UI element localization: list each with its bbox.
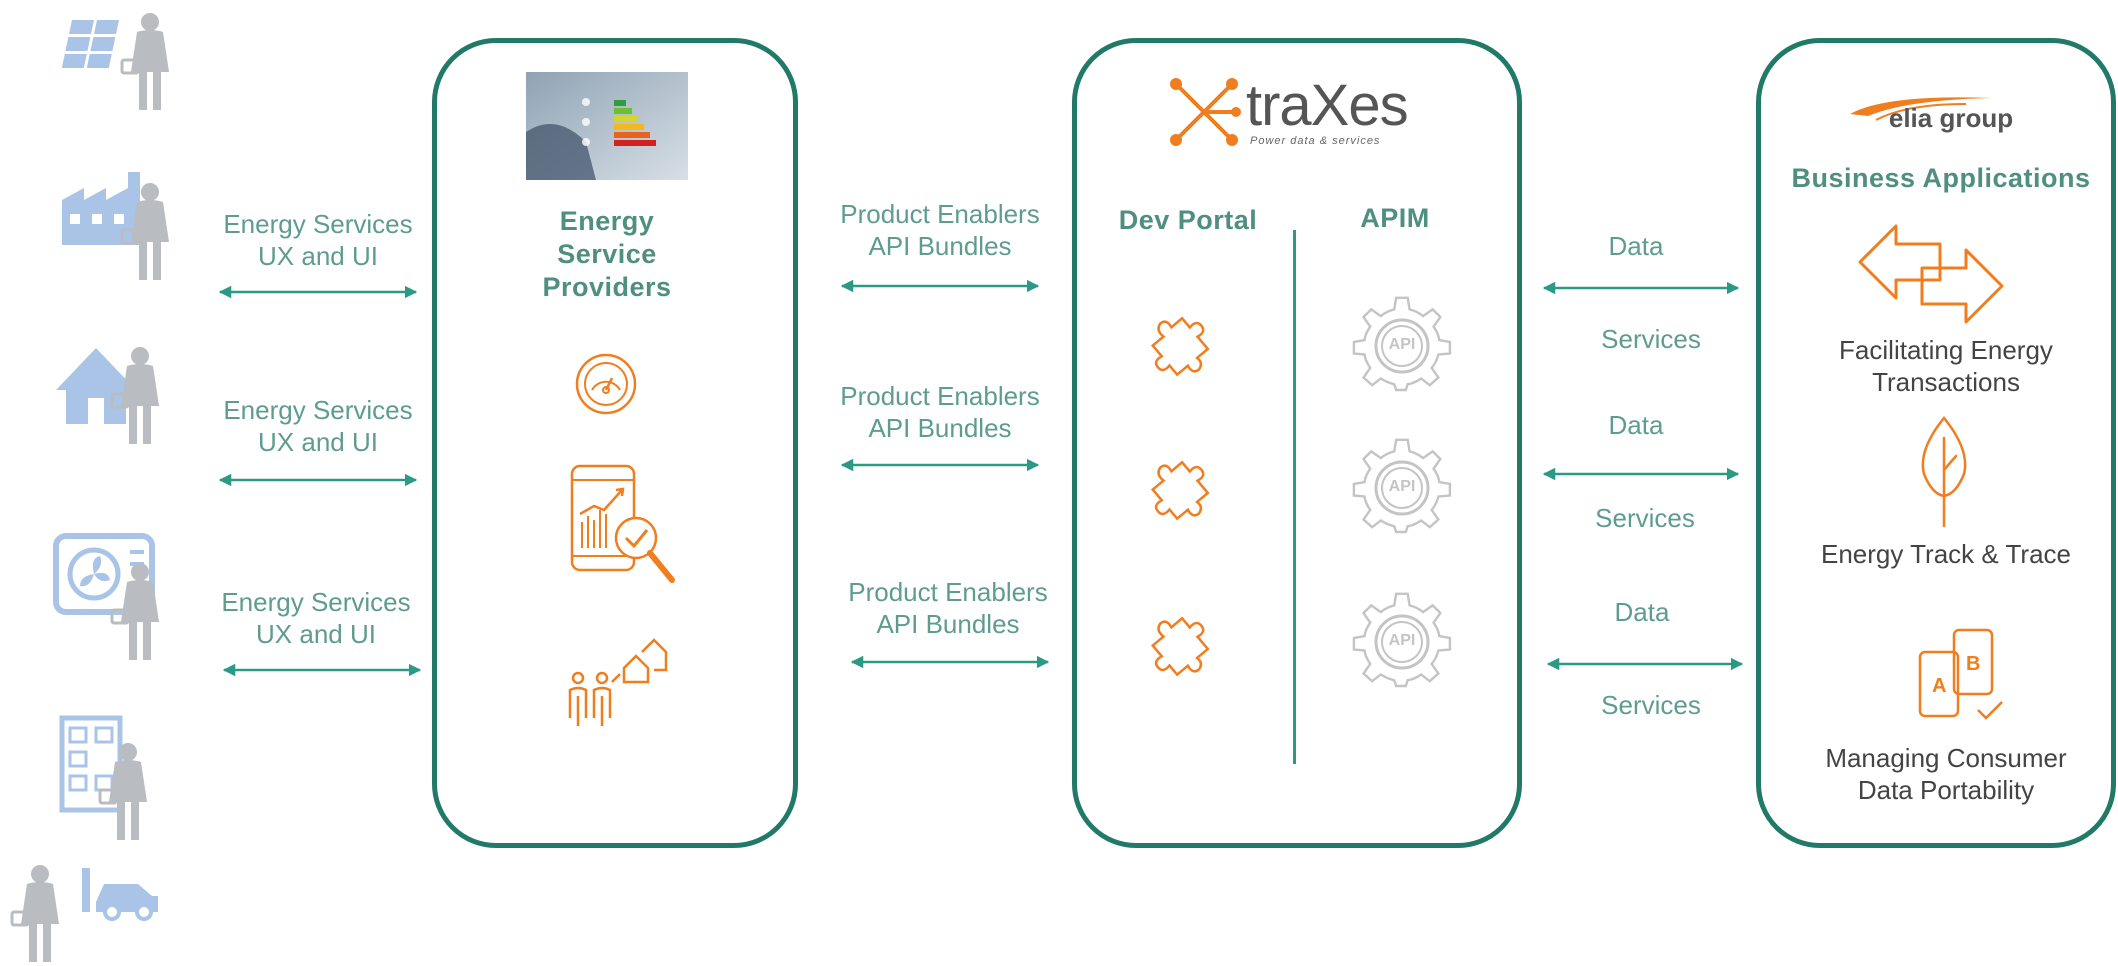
people-houses-icon bbox=[568, 638, 668, 726]
consumer-data-caption: Managing Consumer Data Portability bbox=[1776, 742, 2116, 806]
middle-link-label-3: Product Enablers API Bundles bbox=[828, 576, 1068, 640]
traxes-logo-name: traXes bbox=[1246, 73, 1409, 138]
right-link-3-services: Services bbox=[1601, 690, 1701, 720]
right-link-2-data: Data bbox=[1608, 410, 1664, 440]
middle-link-3-line2: API Bundles bbox=[876, 609, 1020, 639]
exchange-arrows-icon bbox=[1858, 224, 2004, 324]
left-link-label-2: Energy Services UX and UI bbox=[198, 394, 438, 458]
api-gear-label-3: API bbox=[1388, 632, 1416, 649]
middle-link-label-2: Product Enablers API Bundles bbox=[820, 380, 1060, 444]
apim-heading: APIM bbox=[1360, 203, 1430, 233]
ab-phones-icon: A B bbox=[1918, 628, 2003, 720]
energy-label-photo-icon bbox=[526, 72, 688, 180]
esp-heading-line2: Service bbox=[557, 239, 657, 269]
left-link-3-line1: Energy Services bbox=[221, 587, 411, 617]
consumer-data-line1: Managing Consumer bbox=[1825, 743, 2067, 773]
right-link-1-data: Data bbox=[1608, 231, 1664, 261]
api-gear-icon-1: API bbox=[1352, 294, 1452, 394]
left-link-2-line1: Energy Services bbox=[223, 395, 413, 425]
fan-unit-person-icon bbox=[53, 533, 161, 662]
traxes-logo-tagline: Power data & services bbox=[1250, 135, 1381, 147]
left-link-2-line2: UX and UI bbox=[258, 427, 378, 457]
left-link-3-line2: UX and UI bbox=[256, 619, 376, 649]
api-gear-label-2: API bbox=[1388, 478, 1416, 495]
elia-logo-swoosh-icon bbox=[1850, 97, 1992, 121]
api-gear-icon-2: API bbox=[1352, 436, 1452, 536]
dev-portal-heading: Dev Portal bbox=[1118, 205, 1258, 235]
middle-link-label-1: Product Enablers API Bundles bbox=[820, 198, 1060, 262]
traxes-divider bbox=[1293, 230, 1296, 764]
esp-heading: Energy Service Providers bbox=[482, 205, 732, 304]
phone-chart-magnifier-icon bbox=[570, 464, 675, 583]
esp-heading-line1: Energy bbox=[559, 206, 655, 236]
business-applications-heading: Business Applications bbox=[1791, 163, 2091, 193]
facilitating-energy-line2: Transactions bbox=[1872, 367, 2020, 397]
solar-house-person-icon bbox=[61, 11, 171, 112]
api-gear-icon-3: API bbox=[1352, 590, 1452, 690]
elia-logo-text: elia group bbox=[1888, 103, 2014, 133]
gauge-icon bbox=[575, 353, 637, 415]
track-trace-caption: Energy Track & Trace bbox=[1776, 538, 2116, 570]
middle-link-1-line1: Product Enablers bbox=[840, 199, 1040, 229]
facilitating-energy-caption: Facilitating Energy Transactions bbox=[1776, 334, 2116, 398]
factory-person-icon bbox=[62, 172, 171, 282]
middle-link-2-line2: API Bundles bbox=[868, 413, 1012, 443]
consumer-data-line2: Data Portability bbox=[1857, 775, 2035, 805]
right-link-2-services: Services bbox=[1595, 503, 1695, 533]
traxes-logo-icon bbox=[1170, 78, 1241, 146]
right-link-1-services: Services bbox=[1601, 324, 1701, 354]
ev-charging-person-icon bbox=[10, 863, 158, 964]
building-person-icon bbox=[59, 715, 149, 842]
left-link-1-line1: Energy Services bbox=[223, 209, 413, 239]
api-gear-label-1: API bbox=[1388, 336, 1416, 353]
facilitating-energy-line1: Facilitating Energy bbox=[1839, 335, 2053, 365]
letter-a: A bbox=[1932, 675, 1946, 697]
left-link-label-1: Energy Services UX and UI bbox=[198, 208, 438, 272]
house-person-icon bbox=[56, 345, 161, 446]
leaf-icon bbox=[1921, 416, 1967, 528]
letter-b: B bbox=[1966, 653, 1980, 675]
middle-link-3-line1: Product Enablers bbox=[848, 577, 1048, 607]
middle-link-1-line2: API Bundles bbox=[868, 231, 1012, 261]
esp-heading-line3: Providers bbox=[542, 272, 672, 302]
left-link-label-3: Energy Services UX and UI bbox=[196, 586, 436, 650]
puzzle-icon-2 bbox=[1150, 460, 1210, 521]
right-link-3-data: Data bbox=[1614, 597, 1670, 627]
puzzle-icon-1 bbox=[1150, 316, 1210, 377]
left-link-1-line2: UX and UI bbox=[258, 241, 378, 271]
puzzle-icon-3 bbox=[1150, 616, 1210, 677]
elia-panel bbox=[1756, 38, 2116, 848]
middle-link-2-line1: Product Enablers bbox=[840, 381, 1040, 411]
traxes-panel bbox=[1072, 38, 1522, 848]
track-trace-line1: Energy Track & Trace bbox=[1821, 539, 2071, 569]
